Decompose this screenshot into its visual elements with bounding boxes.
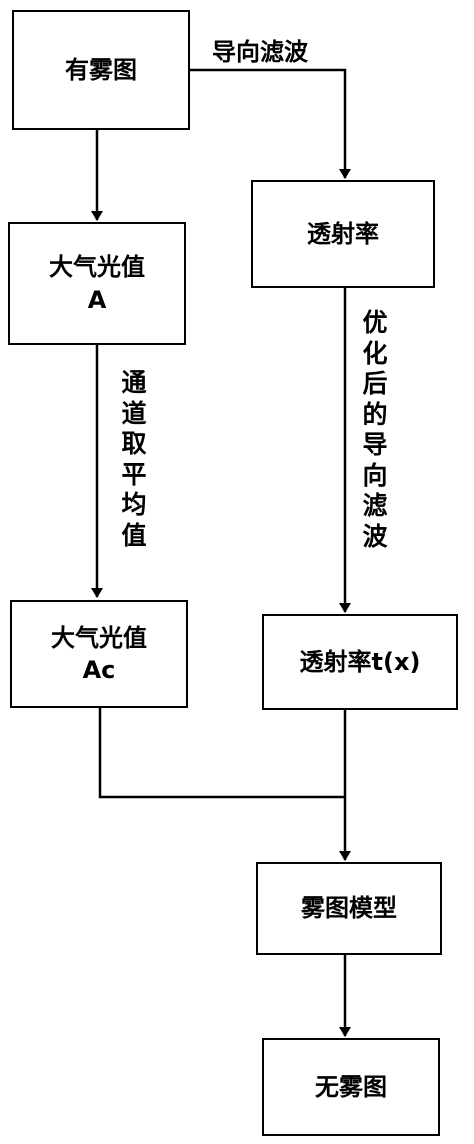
atmospheric-light-label: 大气光值 xyxy=(49,253,145,282)
atmospheric-light-avg-symbol: Ac xyxy=(82,656,116,684)
transmission-tx-box: 透射率t(x) xyxy=(262,614,458,710)
line-ac-to-merge xyxy=(98,708,345,799)
optimized-guided-filter-label: 优 化 后 的 导 向 滤 波 xyxy=(362,308,388,551)
transmission-tx-label: 透射率t(x) xyxy=(299,647,421,676)
guided-filter-label: 导向滤波 xyxy=(212,38,308,66)
hazy-image-box: 有雾图 xyxy=(12,10,190,130)
transmission-label: 透射率 xyxy=(307,219,379,248)
hazy-image-label: 有雾图 xyxy=(65,55,137,84)
dehazed-image-box: 无雾图 xyxy=(262,1038,440,1136)
fog-model-label: 雾图模型 xyxy=(301,894,397,923)
atmospheric-light-box: 大气光值 A xyxy=(8,222,186,345)
atmospheric-light-symbol: A xyxy=(87,285,107,314)
channel-average-label: 通 道 取 平 均 值 xyxy=(121,368,147,550)
transmission-box: 透射率 xyxy=(251,180,435,288)
atmospheric-light-avg-box: 大气光值 Ac xyxy=(10,600,188,708)
atmospheric-light-avg-label: 大气光值 xyxy=(51,623,147,652)
arrow-hazy-to-transmission xyxy=(190,68,351,179)
dehazed-image-label: 无雾图 xyxy=(315,1072,387,1101)
fog-model-box: 雾图模型 xyxy=(256,862,442,955)
